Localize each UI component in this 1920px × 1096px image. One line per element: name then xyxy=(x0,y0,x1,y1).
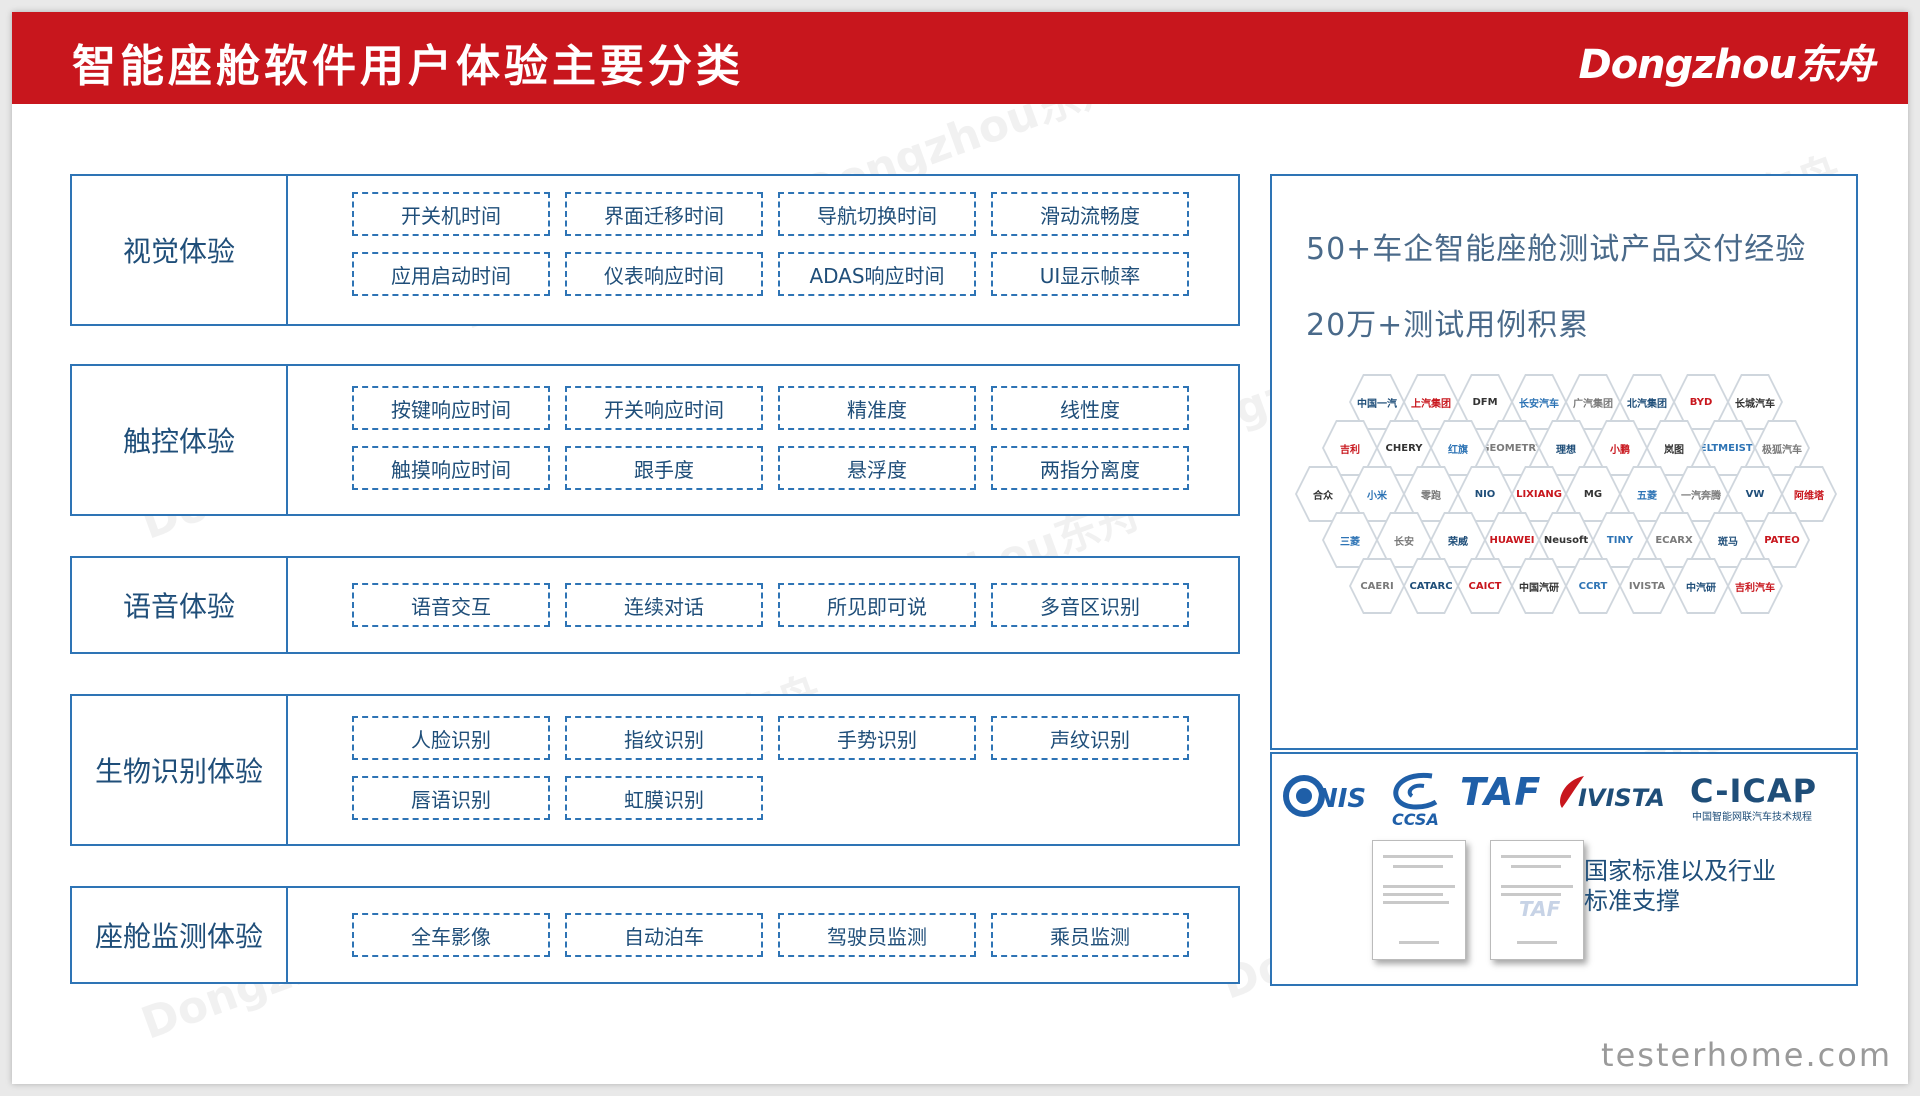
metric-chip: ADAS响应时间 xyxy=(778,252,976,296)
category-row-voice: 语音体验 语音交互 连续对话 所见即可说 多音区识别 xyxy=(70,556,1240,654)
slide: Dongzhou东舟 Dongzhou东舟 Dongzhou东舟 Dongzho… xyxy=(12,12,1908,1084)
cicap-logo: C-ICAP xyxy=(1690,772,1818,810)
metric-chip: 界面迁移时间 xyxy=(565,192,763,236)
metric-chip: 声纹识别 xyxy=(991,716,1189,760)
experience-line-1: 50+车企智能座舱测试产品交付经验 xyxy=(1306,232,1807,267)
category-row-biometric: 生物识别体验 人脸识别 指纹识别 手势识别 声纹识别 唇语识别 虹膜识别 xyxy=(70,694,1240,846)
metric-chip: 两指分离度 xyxy=(991,446,1189,490)
doc-watermark: TAF xyxy=(1519,897,1561,921)
header-bar: 智能座舱软件用户体验主要分类 Dongzhou东舟 xyxy=(12,12,1908,104)
ivista-swoosh-icon xyxy=(1560,776,1584,808)
metric-chip: 悬浮度 xyxy=(778,446,976,490)
ivista-logo: IVISTA xyxy=(1578,784,1665,812)
category-label: 触控体验 xyxy=(72,366,288,514)
category-row-visual: 视觉体验 开关机时间 界面迁移时间 导航切换时间 滑动流畅度 应用启动时间 仪表… xyxy=(70,174,1240,326)
page-title: 智能座舱软件用户体验主要分类 xyxy=(72,41,744,92)
metric-chip: 虹膜识别 xyxy=(565,776,763,820)
metric-chip: 人脸识别 xyxy=(352,716,550,760)
metric-chip: 唇语识别 xyxy=(352,776,550,820)
metric-chip: 乘员监测 xyxy=(991,913,1189,957)
standard-document xyxy=(1372,840,1466,960)
standards-description: 国家标准以及行业 标准支撑 xyxy=(1584,857,1776,915)
category-label: 生物识别体验 xyxy=(72,696,288,844)
standard-document: TAF xyxy=(1490,840,1584,960)
nis-logo xyxy=(1283,775,1325,817)
cicap-subtitle: 中国智能网联汽车技术规程 xyxy=(1692,812,1812,823)
metric-chip: 连续对话 xyxy=(565,583,763,627)
metric-chip: UI显示帧率 xyxy=(991,252,1189,296)
category-label: 语音体验 xyxy=(72,558,288,652)
category-label: 座舱监测体验 xyxy=(72,888,288,982)
metric-chip: 触摸响应时间 xyxy=(352,446,550,490)
metric-chip: 线性度 xyxy=(991,386,1189,430)
category-row-cabin-monitoring: 座舱监测体验 全车影像 自动泊车 驾驶员监测 乘员监测 xyxy=(70,886,1240,984)
metric-chip: 手势识别 xyxy=(778,716,976,760)
metric-chip: 仪表响应时间 xyxy=(565,252,763,296)
metric-chip: 自动泊车 xyxy=(565,913,763,957)
metric-chip: 全车影像 xyxy=(352,913,550,957)
ccsa-logo xyxy=(1393,772,1438,810)
metric-chip: 跟手度 xyxy=(565,446,763,490)
metric-chip: 语音交互 xyxy=(352,583,550,627)
metric-chip: 开关响应时间 xyxy=(565,386,763,430)
metric-chip: 所见即可说 xyxy=(778,583,976,627)
category-label: 视觉体验 xyxy=(72,176,288,324)
category-row-touch: 触控体验 按键响应时间 开关响应时间 精准度 线性度 触摸响应时间 跟手度 悬浮… xyxy=(70,364,1240,516)
footer-mark: testerhome.com xyxy=(1601,1036,1892,1074)
metric-chip: 滑动流畅度 xyxy=(991,192,1189,236)
metric-chip: 导航切换时间 xyxy=(778,192,976,236)
metric-chip: 按键响应时间 xyxy=(352,386,550,430)
metric-chip: 驾驶员监测 xyxy=(778,913,976,957)
nis-logo-text: NIS xyxy=(1316,784,1367,814)
taf-logo: TAF xyxy=(1460,770,1542,814)
standards-panel: NIS CCSA TAF IVISTA C-ICAP 中国智能网联汽车技术规程 xyxy=(1270,752,1858,986)
metric-chip: 多音区识别 xyxy=(991,583,1189,627)
ccsa-logo-text: CCSA xyxy=(1392,810,1439,829)
metric-chip: 应用启动时间 xyxy=(352,252,550,296)
experience-line-2: 20万+测试用例积累 xyxy=(1306,308,1590,343)
brand-logo: Dongzhou东舟 xyxy=(1578,42,1875,88)
metric-chip: 指纹识别 xyxy=(565,716,763,760)
metric-chip: 精准度 xyxy=(778,386,976,430)
metric-chip: 开关机时间 xyxy=(352,192,550,236)
